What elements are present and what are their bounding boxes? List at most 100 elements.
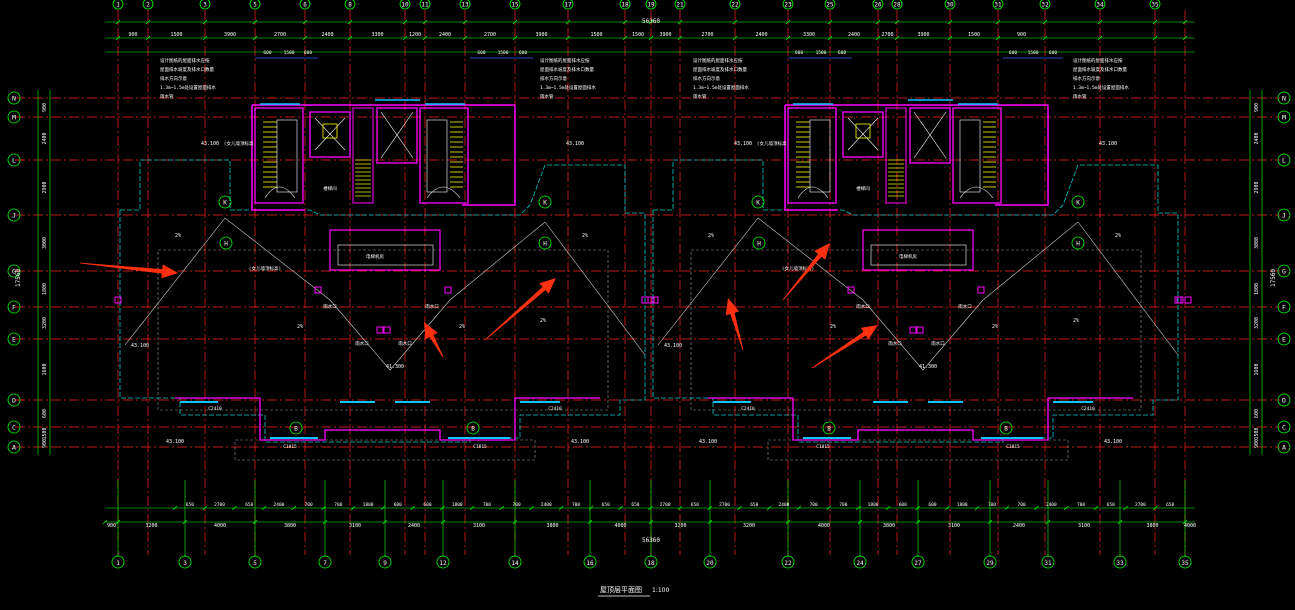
axis-label-bottom: 1: [116, 560, 120, 567]
dimension-text-top: 2400: [848, 32, 860, 38]
dimension-text-bottom-1: 700: [513, 502, 521, 508]
axis-bubble-left: [7, 153, 21, 167]
annotation-arrow: [725, 298, 744, 351]
roof-drain: [647, 296, 655, 304]
axis-bubble-top: [1149, 0, 1161, 10]
dimension-text-top: 3300: [371, 32, 383, 38]
axis-label-top: 11: [421, 2, 429, 9]
sub-axis-bubble: [999, 421, 1013, 435]
dimension-tick: [785, 35, 791, 41]
sub-axis-label: B: [471, 426, 475, 433]
note-text: 排水方向示意: [693, 75, 720, 82]
axis-label-top: 34: [1096, 2, 1104, 9]
roof-drain: [114, 296, 122, 304]
note-text: 排水方向示意: [1073, 75, 1100, 82]
elevator-x: [380, 111, 414, 159]
axis-bubble-bottom: [111, 555, 125, 569]
sub-axis-bubble: [752, 236, 766, 250]
dimension-text-bottom-2: 3200: [145, 523, 157, 529]
drawing-scale: 1:100: [652, 587, 669, 594]
dimension-text-top: 2400: [755, 32, 767, 38]
note-text: 设计图纸的屋面排水应按: [160, 57, 210, 64]
axis-label-top: 6: [303, 2, 307, 9]
dimension-text-inner: 600: [1009, 50, 1017, 56]
axis-label-left: C: [12, 424, 16, 432]
dimension-tick: [648, 505, 653, 511]
axis-bubble-right: [1277, 264, 1291, 278]
duct-shaft: [352, 107, 374, 204]
axis-label-bottom: 22: [784, 560, 792, 567]
dimension-tick: [1152, 35, 1158, 41]
axis-label-right: C: [1282, 424, 1286, 432]
dimension-text-bottom-1: 2700: [214, 502, 225, 508]
roof-structure-label: 电梯机房: [366, 253, 384, 260]
dimension-tick: [995, 35, 1001, 41]
axis-label-top: 18: [621, 2, 629, 9]
dimension-text-bottom-2: 4000: [614, 523, 626, 529]
note-text: 1.3m~1.5m处设置屋面排水: [693, 84, 749, 91]
slope-label: 2%: [459, 324, 465, 330]
dimension-tick: [826, 505, 831, 511]
axis-bubble-left: [7, 300, 21, 314]
axis-bubble-bottom: [436, 555, 450, 569]
dimension-tick: [462, 35, 468, 41]
dimension-tick: [558, 505, 564, 511]
axis-bubble-left: [7, 440, 21, 454]
room-label: 楼梯间: [323, 185, 337, 192]
dimension-text-bottom-1: 600: [394, 502, 402, 508]
dimension-tick: [1045, 519, 1051, 525]
axis-bubble-bottom: [583, 555, 597, 569]
dimension-text-bottom-1: 650: [1107, 502, 1115, 508]
dimension-tick: [321, 505, 326, 511]
axis-label-top: 30: [946, 2, 954, 9]
roof-drain: [444, 286, 452, 294]
slope-label: 2%: [708, 233, 714, 239]
eave-label: (女儿墙顶标高): [757, 140, 789, 147]
dimension-tick: [894, 19, 900, 25]
axis-label-top: 28: [893, 2, 901, 9]
dimension-text-bottom-1: 650: [691, 502, 699, 508]
axis-label-top: 5: [253, 2, 257, 9]
axis-label-bottom: 7: [323, 560, 327, 567]
axis-bubble-top: [872, 0, 884, 10]
axis-label-bottom: 12: [439, 560, 447, 567]
dimension-text-bottom-1: 700: [334, 502, 342, 508]
sub-axis-bubble: [1071, 195, 1085, 209]
dimension-tick: [202, 19, 208, 25]
drain-tag: 雨水口: [856, 303, 870, 310]
roof-eave-outline: [652, 159, 1179, 443]
dimension-text-inner: 600: [263, 50, 271, 56]
axis-label-top: 1: [116, 2, 120, 9]
window-tag: C2410: [1081, 406, 1095, 412]
wall-segment: [708, 397, 1133, 441]
dimension-tick: [1182, 35, 1188, 41]
dimension-text-bottom-1: 700: [810, 502, 818, 508]
dimension-text-inner: 1500: [284, 50, 295, 56]
dimension-tick: [855, 505, 861, 511]
slope-label: 2%: [1115, 233, 1121, 239]
axis-bubble-left: [7, 110, 21, 124]
note-text: 屋面排水坡度及排水口数量: [160, 66, 214, 73]
axis-bubble-top: [112, 0, 124, 10]
dimension-text-bottom-1: 1800: [868, 502, 879, 508]
dimension-tick: [785, 19, 791, 25]
ridge-line: [657, 217, 1179, 371]
dimension-tick: [1063, 505, 1069, 511]
elevation-label: 41.300: [386, 364, 404, 370]
dimension-text-bottom-1: 700: [1077, 502, 1085, 508]
axis-bubble-top: [199, 0, 211, 10]
elevator-shaft: [309, 111, 351, 158]
axis-label-top: 3: [203, 2, 207, 9]
dimension-tick: [115, 35, 121, 41]
note-text: 设计图纸的屋面排水应按: [540, 57, 590, 64]
axis-label-bottom: 18: [647, 560, 655, 567]
dimension-text-top: 2700: [701, 32, 713, 38]
drain-tag: 雨水口: [398, 340, 412, 347]
axis-bubble-right: [1277, 420, 1291, 434]
roof-drain: [1184, 296, 1192, 304]
roof-structure-inner: [337, 244, 434, 266]
note-text: 排水方向示意: [160, 75, 187, 82]
sub-axis-bubble: [751, 195, 765, 209]
note-text: 雨水管: [1073, 93, 1087, 100]
